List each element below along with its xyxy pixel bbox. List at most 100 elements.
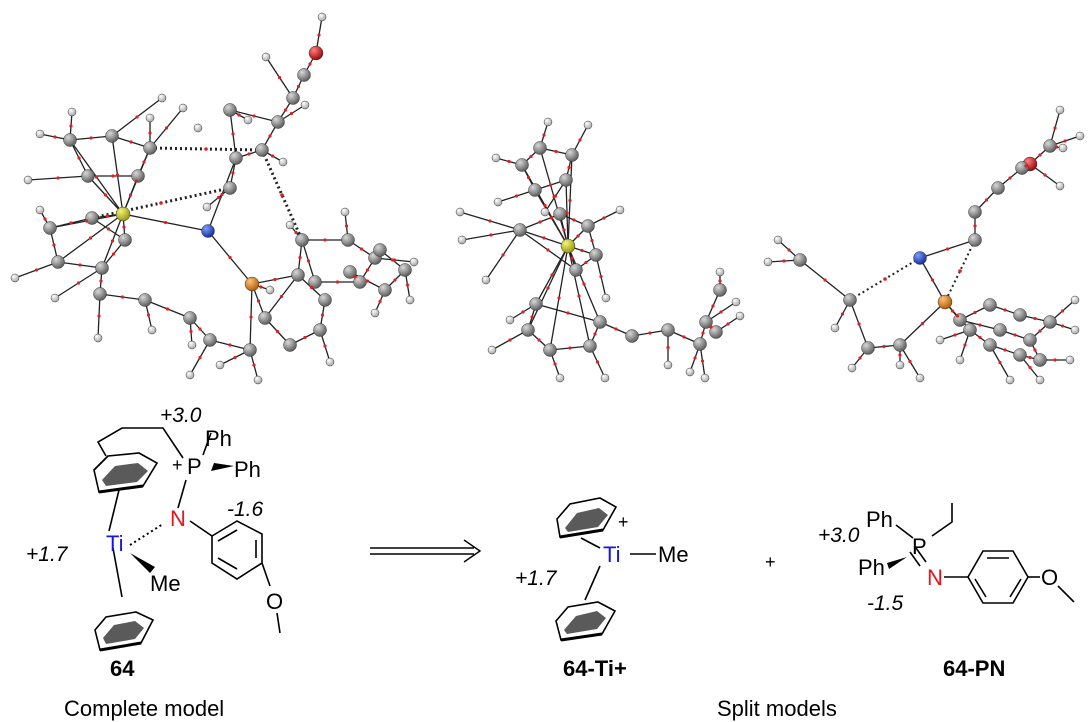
pn-carbon-atom-18 — [963, 323, 977, 337]
ti-bcp-53 — [719, 310, 723, 314]
complete-bcp-8 — [111, 174, 115, 178]
pn-bcp-7 — [920, 321, 925, 326]
complete-bcp-20 — [163, 220, 168, 225]
pn-hydrogen-atom-22 — [1058, 143, 1068, 153]
ti-hydrogen-atom-41 — [455, 207, 465, 217]
complete-weak-bcp-1 — [159, 201, 163, 205]
pn-bcp-11 — [950, 309, 955, 313]
complete-bcp-66 — [233, 355, 237, 360]
pn-carbon-atom-14 — [1013, 308, 1027, 322]
complete-bcp-9 — [77, 156, 81, 160]
pn-bcp-6 — [1038, 153, 1042, 157]
complete-bcp-1 — [115, 173, 120, 177]
atom-ti-64: Ti — [106, 531, 124, 556]
complete-bcp-75 — [405, 283, 410, 287]
complete-model-bonds — [14, 16, 415, 381]
complete-bcp-61 — [76, 281, 81, 285]
ti-titanium-atom-0 — [560, 238, 576, 254]
complete-bcp-74 — [392, 258, 397, 262]
complete-bcp-79 — [164, 126, 169, 130]
complete-bcp-22 — [220, 192, 224, 197]
ti-bcp-16 — [572, 218, 576, 222]
complete-bcp-29 — [268, 134, 272, 138]
upper-cp-ring-ti — [556, 497, 618, 539]
complete-hydrogen-atom-57 — [202, 202, 212, 212]
complete-carbon-atom-27 — [283, 338, 297, 352]
pn-carbon-atom-15 — [1043, 315, 1057, 329]
charge-n-pn-fragment: -1.5 — [867, 592, 904, 615]
ti-carbon-atom-5 — [528, 183, 542, 197]
complete-bcp-19 — [69, 221, 73, 225]
complete-carbon-atom-38 — [398, 263, 412, 277]
ti-carbon-atom-18 — [693, 337, 707, 351]
ti-bcp-37 — [542, 133, 546, 137]
pn-bcp-39 — [1043, 173, 1047, 177]
ti-bcp-18 — [584, 260, 588, 265]
pn-bcp-20 — [1003, 348, 1007, 352]
complete-bcp-59 — [43, 217, 47, 221]
pn-weak-bcp-0 — [883, 277, 887, 281]
ti-carbon-atom-12 — [521, 323, 535, 337]
complete-carbon-atom-26 — [258, 311, 272, 325]
complete-hydrogen-atom-61 — [370, 308, 380, 318]
complete-bcp-21 — [228, 255, 232, 260]
ti-fragment-3d-model — [455, 117, 745, 383]
complete-bcp-56 — [148, 131, 152, 135]
complete-bcp-41 — [309, 285, 314, 290]
complete-hydrogen-atom-51 — [215, 360, 225, 370]
complete-bcp-81 — [294, 230, 298, 235]
pn-carbon-atom-5 — [991, 181, 1005, 195]
pn-carbon-atom-3 — [968, 233, 982, 247]
ti-bcp-33 — [701, 331, 705, 335]
ti-hydrogen-atom-26 — [493, 197, 503, 207]
atom-n-64: N — [170, 506, 186, 531]
ti-hydrogen-atom-22 — [491, 153, 501, 163]
ti-bcp-13 — [580, 248, 584, 253]
complete-carbon-atom-4 — [63, 133, 77, 147]
ti-hydrogen-atom-31 — [505, 315, 515, 325]
pn-hydrogen-atom-26 — [830, 323, 840, 333]
pn-weak-bcp-1 — [958, 269, 962, 273]
pn-bcp-36 — [963, 343, 967, 347]
ti-bcp-12 — [576, 234, 580, 238]
complete-bcp-31 — [99, 279, 103, 283]
ti-hydrogen-atom-28 — [481, 275, 491, 285]
pn-model-weak-interactions — [849, 239, 976, 303]
complete-bcp-60 — [34, 268, 39, 272]
complete-bcp-72 — [216, 195, 221, 200]
pn-hydrogen-atom-38 — [1055, 181, 1065, 191]
complete-carbon-atom-12 — [51, 255, 65, 269]
pn-carbon-atom-13 — [983, 298, 997, 312]
complete-carbon-atom-18 — [243, 343, 257, 357]
charge-p-pn-fragment: +3.0 — [818, 524, 860, 547]
complete-bcp-30 — [247, 152, 251, 156]
ti-bcp-39 — [553, 194, 558, 198]
ti-bcp-34 — [709, 325, 713, 329]
ti-hydrogen-atom-23 — [543, 117, 553, 127]
complete-bcp-45 — [323, 238, 327, 242]
charge-ti-64: +1.7 — [26, 543, 69, 566]
cation-sign-64: + — [172, 455, 183, 475]
atom-ti-ti-fragment: Ti — [603, 542, 621, 567]
ti-bcp-24 — [582, 282, 586, 286]
ti-bcp-7 — [567, 165, 571, 170]
ti-carbon-atom-10 — [569, 263, 583, 277]
ti-model-bond-critical-points — [488, 133, 730, 366]
complete-bcp-68 — [317, 33, 321, 37]
complete-bcp-49 — [306, 259, 311, 263]
complete-phosphorus-atom-2 — [244, 276, 260, 292]
ti-bcp-45 — [521, 310, 525, 314]
complete-bcp-54 — [53, 135, 57, 139]
methyl-label-ti-fragment: Me — [658, 542, 689, 567]
complete-carbon-atom-36 — [343, 265, 357, 279]
plus-sign-between-fragments: + — [765, 552, 776, 572]
caption-complete-model: Complete model — [64, 696, 224, 721]
complete-bcp-0 — [94, 175, 99, 179]
complete-bcp-16 — [111, 252, 116, 256]
pn-bcp-32 — [1060, 324, 1065, 328]
ti-bcp-3 — [565, 211, 569, 215]
complete-carbon-atom-9 — [85, 211, 99, 225]
lower-cp-ring — [94, 611, 155, 652]
ti-bcp-44 — [599, 274, 603, 279]
complete-bcp-78 — [252, 363, 256, 367]
